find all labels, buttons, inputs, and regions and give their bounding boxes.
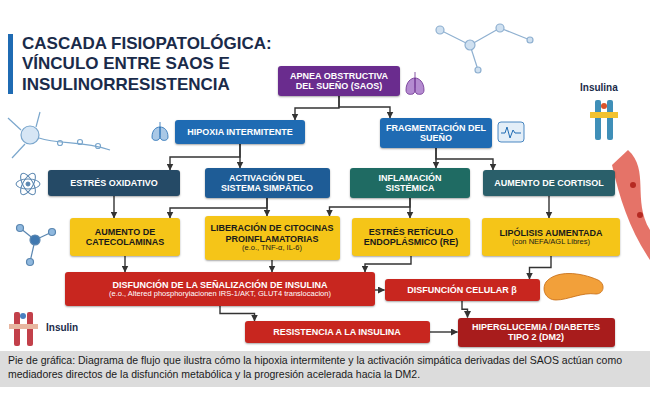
box-heading: AUMENTO DE CATECOLAMINAS — [75, 227, 175, 248]
insulin-receptor-icon — [590, 100, 618, 140]
process-box: ACTIVACIÓN DEL SISTEMA SIMPÁTICO — [205, 168, 330, 198]
process-box: LIPÓLISIS AUMENTADA(con NEFA/AGL Libres) — [482, 218, 620, 256]
box-heading: HIPOXIA INTERMITENTE — [187, 127, 293, 137]
box-subtext: (con NEFA/AGL Libres) — [512, 238, 590, 247]
sleep-wave-icon — [498, 122, 524, 142]
flow-arrow — [170, 198, 267, 218]
flow-arrow — [170, 144, 240, 170]
insulin-receptor-icon — [9, 312, 38, 346]
flow-arrow — [124, 256, 125, 272]
process-box: ESTRÉS OXIDATIVO — [48, 170, 180, 196]
molecule-icon — [17, 225, 56, 266]
box-subtext: (e.o., Altered phosphoryiacionen IRS-1/A… — [109, 290, 331, 299]
lungs-icon — [406, 72, 424, 94]
process-box: ESTRÉS RETÍCULO ENDOPLÁSMICO (RE) — [352, 218, 470, 256]
flow-arrow — [375, 289, 385, 290]
box-heading: LIPÓLISIS AUMENTADA — [500, 228, 603, 238]
box-heading: DISFUNCIÓN DE LA SEÑALIZACIÓN DE INSULIN… — [112, 280, 327, 290]
box-heading: HIPERGLUCEMIA / DIABETES TIPO 2 (DM2) — [463, 322, 610, 343]
accent-bar — [8, 34, 13, 94]
process-box: INFLAMACIÓN SISTÉMICA — [350, 168, 470, 198]
box-heading: INFLAMACIÓN SISTÉMICA — [355, 173, 465, 194]
flow-arrow — [220, 306, 255, 321]
process-box: DISFUNCIÓN DE LA SEÑALIZACIÓN DE INSULIN… — [65, 272, 375, 306]
molecule-icon — [436, 24, 533, 73]
icon-label: Insulin — [46, 322, 78, 333]
box-heading: ACTIVACIÓN DEL SISTEMA SIMPÁTICO — [210, 173, 325, 194]
flow-arrow — [330, 198, 411, 216]
process-box: RESISTENCIA A LA INSULINA — [245, 321, 430, 343]
flow-arrow — [462, 301, 468, 318]
box-heading: AUMENTO DE CORTISOL — [494, 178, 603, 188]
process-box: DISFUNCIÓN CELULAR β — [385, 279, 540, 301]
box-heading: FRAGMENTACIÓN DEL SUEÑO — [385, 123, 487, 144]
flow-arrow — [530, 256, 552, 279]
flow-arrow — [266, 198, 267, 216]
pancreas-icon — [544, 274, 603, 301]
box-heading: APNEA OBSTRUCTIVA DEL SUEÑO (SAOS) — [283, 71, 395, 92]
flow-arrow — [548, 196, 549, 218]
atom-icon — [16, 171, 40, 197]
process-box: APNEA OBSTRUCTIVA DEL SUEÑO (SAOS) — [278, 66, 400, 96]
box-heading: LIBERACIÓN DE CITOCINAS PROINFLAMATORIAS — [210, 223, 335, 244]
process-box: FRAGMENTACIÓN DEL SUEÑO — [380, 118, 492, 148]
neuron-icon — [8, 112, 110, 158]
flow-arrow — [113, 196, 114, 218]
flow-arrow — [436, 148, 493, 170]
lungs-icon — [152, 122, 168, 140]
flow-arrow — [295, 96, 339, 120]
figure-caption: Pie de gráfica: Diagrama de flujo que il… — [0, 351, 650, 387]
flow-arrow — [271, 260, 272, 272]
process-box: HIPERGLUCEMIA / DIABETES TIPO 2 (DM2) — [458, 318, 615, 347]
flow-arrow — [430, 331, 458, 332]
box-heading: RESISTENCIA A LA INSULINA — [273, 327, 401, 337]
box-heading: ESTRÉS RETÍCULO ENDOPLÁSMICO (RE) — [357, 227, 465, 248]
process-box: AUMENTO DE CORTISOL — [483, 170, 615, 196]
diagram-title: CASCADA FISIOPATOLÓGICA: VÍNCULO ENTRE S… — [22, 34, 290, 95]
icon-label: Insulina — [580, 82, 618, 93]
flow-arrow — [409, 198, 410, 218]
process-box: AUMENTO DE CATECOLAMINAS — [70, 218, 180, 256]
flow-arrow — [239, 144, 240, 168]
process-box: HIPOXIA INTERMITENTE — [175, 120, 305, 144]
flow-arrow — [365, 256, 411, 272]
box-subtext: (e.o., TNF-α, IL-6) — [242, 244, 302, 253]
box-heading: ESTRÉS OXIDATIVO — [70, 178, 157, 188]
process-box: LIBERACIÓN DE CITOCINAS PROINFLAMATORIAS… — [205, 216, 340, 260]
flow-arrow — [339, 96, 390, 118]
box-heading: DISFUNCIÓN CELULAR β — [407, 285, 517, 295]
